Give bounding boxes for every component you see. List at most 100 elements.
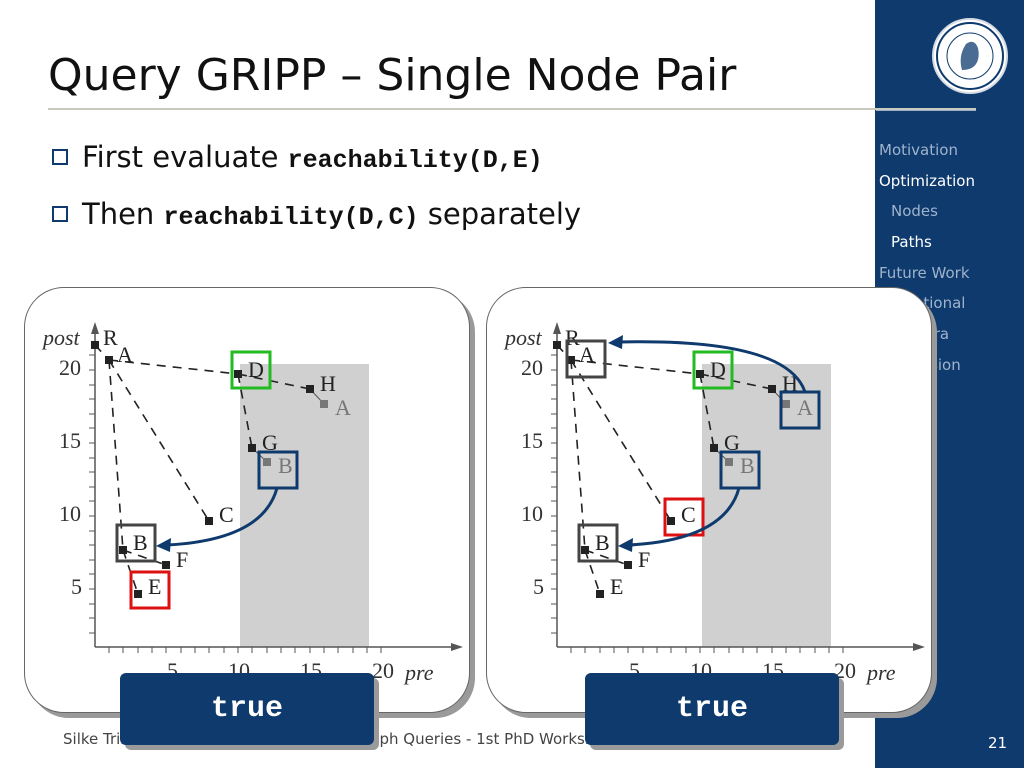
x-tick-label: 5 (629, 658, 640, 683)
node-label: D (248, 357, 264, 382)
result-badge: true (585, 673, 839, 745)
sidebar-divider (876, 110, 976, 111)
node-label: C (681, 502, 696, 527)
link-arrow (628, 487, 741, 547)
node-label: R (103, 325, 118, 350)
bullet-text: separately (418, 197, 582, 231)
y-tick-label: 20 (59, 355, 81, 380)
pre-post-plot: 5 10 15 20 pre 5 10 15 20 post (41, 322, 463, 685)
checkbox-bullet-icon (52, 149, 68, 165)
node-label: R (565, 325, 580, 350)
node-marker (320, 400, 328, 408)
slide-title: Query GRIPP – Single Node Pair (48, 50, 737, 101)
bullet-item: Then reachability(D,C) separately (52, 197, 581, 232)
pre-post-plot-panel-right: 5 10 15 20 pre 5 10 15 20 post (486, 287, 932, 713)
nav-item-nodes[interactable]: Nodes (891, 202, 938, 220)
node-marker (567, 356, 575, 364)
checkbox-bullet-icon (52, 206, 68, 222)
node-label: B (133, 530, 148, 555)
bullet-text: Then (82, 197, 164, 231)
bullet-code: reachability(D,C) (163, 203, 419, 232)
node-label: F (176, 547, 188, 572)
x-tick-label: 20 (372, 658, 394, 683)
arrowhead-icon (156, 538, 171, 552)
page-number: 21 (988, 734, 1008, 752)
node-marker (696, 370, 704, 378)
node-marker (768, 385, 776, 393)
shaded-region (240, 364, 369, 647)
highlight-d (692, 350, 734, 390)
node-marker (119, 546, 127, 554)
y-tick-label: 5 (533, 574, 544, 599)
arrowhead-icon (608, 335, 623, 349)
node-marker (162, 561, 170, 569)
nav-item-future-work[interactable]: Future Work (879, 264, 970, 282)
node-label: A (579, 342, 595, 367)
node-marker (624, 561, 632, 569)
node-marker (134, 590, 142, 598)
node-marker (248, 444, 256, 452)
node-marker (91, 341, 99, 349)
node-label: A (335, 395, 351, 420)
node-label: D (710, 357, 726, 382)
highlight-d (230, 350, 272, 390)
x-axis-arrow-icon (451, 643, 463, 651)
node-marker (553, 341, 561, 349)
node-marker (596, 590, 604, 598)
bullet-text: First evaluate (82, 140, 288, 174)
node-marker (105, 356, 113, 364)
nav-item-motivation[interactable]: Motivation (879, 141, 958, 159)
x-axis-label: pre (403, 660, 434, 685)
pre-post-plot-panel-left: 5 10 15 20 pre 5 10 15 20 post (24, 287, 470, 713)
node-label: B (595, 530, 610, 555)
y-tick-label: 15 (521, 428, 543, 453)
x-tick-label: 20 (834, 658, 856, 683)
highlight-e (129, 570, 171, 610)
highlight-b (577, 523, 619, 563)
pre-post-plot: 5 10 15 20 pre 5 10 15 20 post (503, 322, 925, 685)
node-label: G (262, 430, 278, 455)
highlight-a (565, 339, 607, 379)
shaded-region (702, 364, 831, 647)
nav-item-optimization[interactable]: Optimization (879, 172, 975, 190)
y-axis-label: post (503, 325, 543, 350)
y-axis-arrow-icon (91, 322, 99, 334)
highlight-a-copy (779, 390, 821, 430)
title-divider (48, 108, 976, 110)
x-tick-label: 5 (167, 658, 178, 683)
nav-item-paths[interactable]: Paths (891, 233, 932, 251)
university-seal-logo (932, 18, 1008, 94)
node-label: C (219, 502, 234, 527)
node-label: A (797, 395, 813, 420)
node-label: E (610, 574, 623, 599)
highlight-b-copy (257, 450, 299, 490)
node-marker (306, 385, 314, 393)
node-marker (725, 458, 733, 466)
node-label: F (638, 547, 650, 572)
x-axis-label: pre (865, 660, 896, 685)
node-marker (782, 400, 790, 408)
arrowhead-icon (618, 538, 633, 552)
y-tick-label: 5 (71, 574, 82, 599)
y-tick-label: 20 (521, 355, 543, 380)
link-arrow (618, 340, 807, 393)
y-axis-label: post (41, 325, 81, 350)
highlight-b (115, 523, 157, 563)
node-label: H (782, 371, 798, 396)
y-axis-arrow-icon (553, 322, 561, 334)
node-label: B (740, 453, 755, 478)
x-axis-arrow-icon (913, 643, 925, 651)
node-label: A (117, 342, 133, 367)
result-badge: true (120, 673, 374, 745)
y-tick-label: 15 (59, 428, 81, 453)
node-label: H (320, 371, 336, 396)
node-marker (234, 370, 242, 378)
bullet-code: reachability(D,E) (287, 146, 543, 175)
highlight-b-copy (719, 450, 761, 490)
node-marker (710, 444, 718, 452)
y-tick-label: 10 (521, 501, 543, 526)
bullet-item: First evaluate reachability(D,E) (52, 140, 543, 175)
node-label: B (278, 453, 293, 478)
y-tick-label: 10 (59, 501, 81, 526)
node-label: G (724, 430, 740, 455)
